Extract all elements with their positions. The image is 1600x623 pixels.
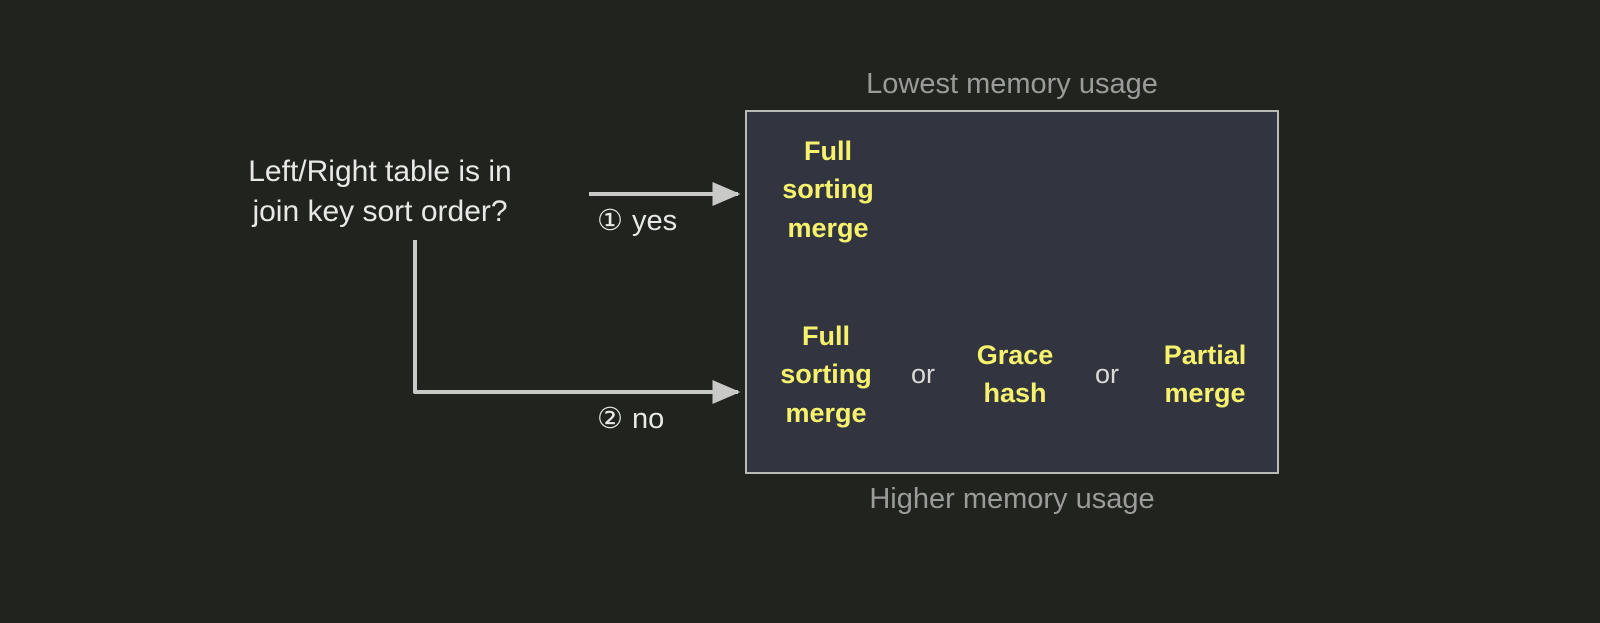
strategy-partial-merge: Partial merge: [1163, 340, 1247, 409]
decision-question: Left/Right table is in join key sort ord…: [248, 155, 512, 228]
join-strategy-panel: Full sorting merge Full sorting merge or…: [745, 110, 1279, 474]
caption-higher-memory: Higher memory usage: [869, 483, 1155, 515]
branch-label-yes: ① yes: [597, 203, 677, 238]
strategy-grace-hash: Grace hash: [976, 340, 1054, 409]
branch-text-1: yes: [632, 205, 678, 237]
caption-lowest-memory: Lowest memory usage: [866, 68, 1158, 100]
branch-text-2: no: [632, 403, 665, 435]
separator-or-2: or: [1095, 358, 1120, 389]
branch-label-no: ② no: [597, 401, 664, 436]
strategy-full-sorting-merge-sorted: Full sorting merge: [782, 136, 874, 243]
strategy-full-sorting-merge: Full sorting merge: [780, 321, 872, 428]
branch-marker-2: ②: [597, 403, 623, 435]
separator-or-1: or: [911, 358, 936, 389]
unsorted-strategy-row: Full sorting merge or Grace hash or Part…: [747, 317, 1277, 432]
branch-marker-1: ①: [597, 205, 623, 237]
sorted-strategy-row: Full sorting merge: [747, 132, 1277, 247]
arrow-no: [413, 240, 741, 404]
